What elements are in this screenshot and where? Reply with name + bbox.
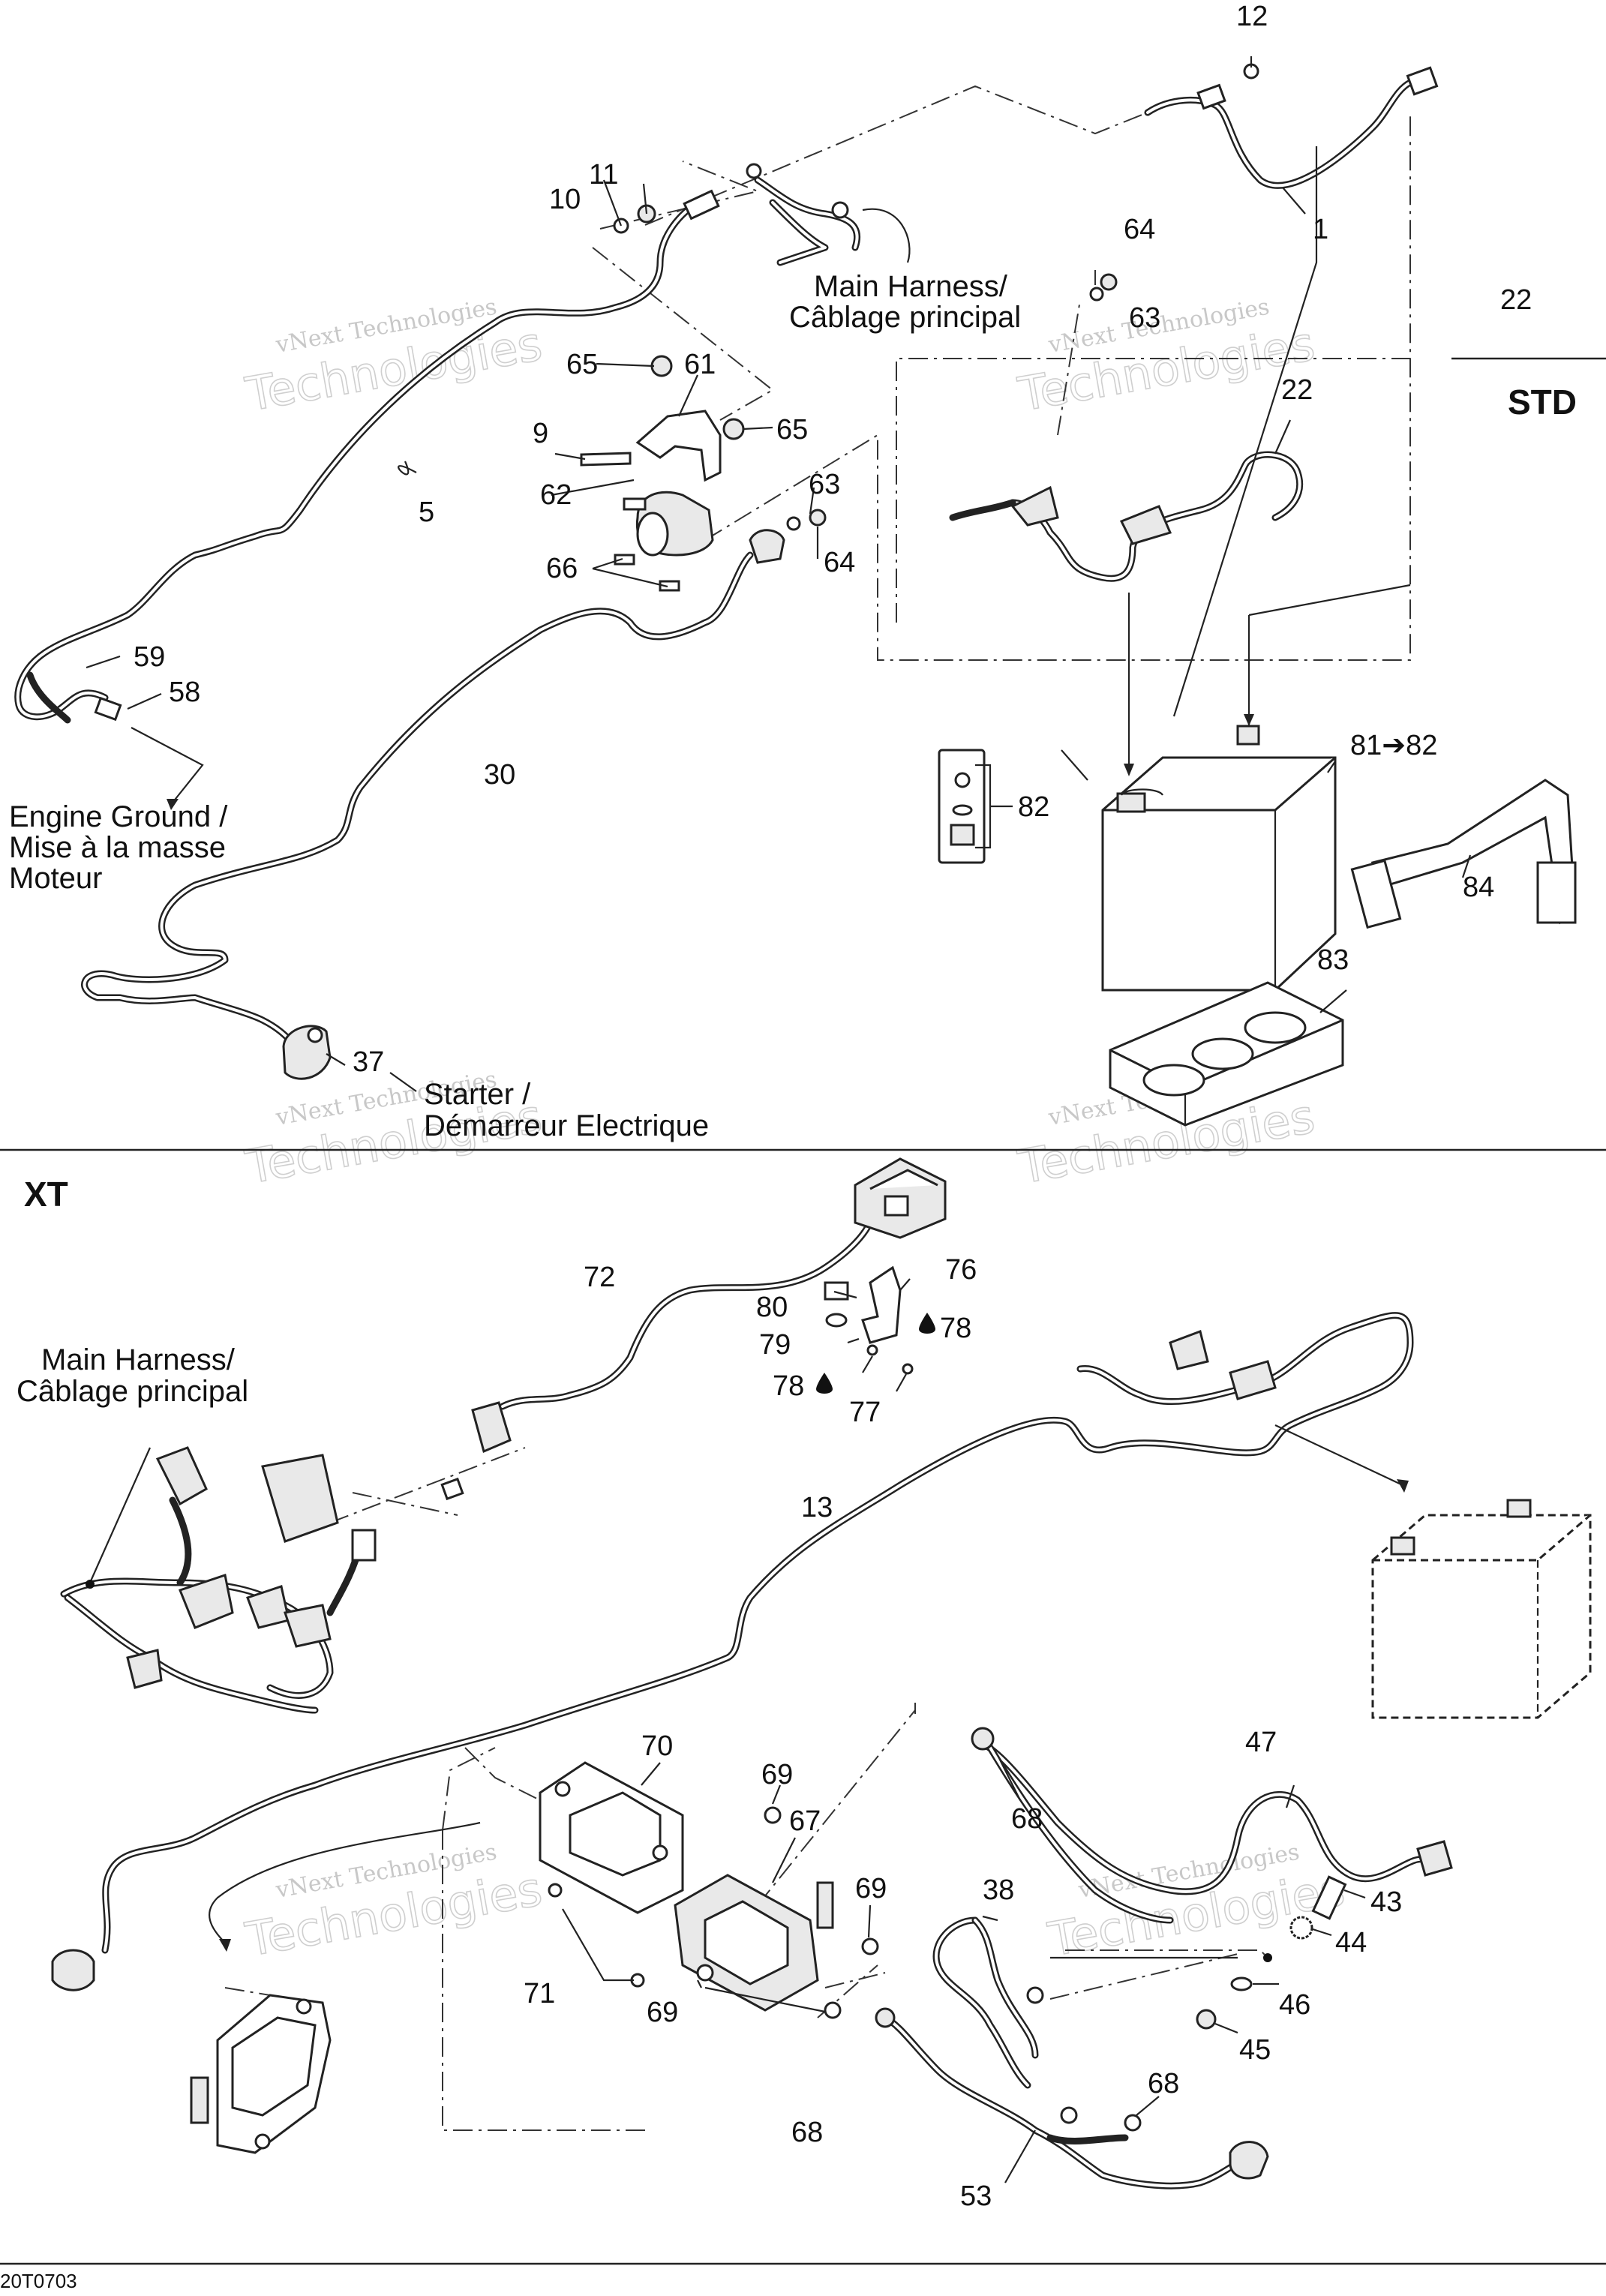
callout: 84 [1463,872,1494,903]
callout: 71 [524,1978,555,2009]
positive-cable-22 [949,451,1304,582]
callout: 79 [759,1329,791,1361]
section-label-xt: XT [24,1175,68,1214]
hardware-box-82 [938,749,1163,864]
section-label-std: STD [1508,383,1577,422]
callout: 65 [776,414,808,446]
label-main-harness-xt: Main Harness/ [41,1343,236,1376]
battery-cable-1 [1144,63,1439,189]
callout: 5 [419,497,434,528]
label-main-harness-top-fr: Câblage principal [789,301,1021,334]
callout: 58 [169,677,200,708]
label-engine-ground: Engine Ground / [9,800,228,833]
callout: 64 [1124,214,1155,245]
callout: 61 [684,349,716,380]
callout: 47 [1245,1727,1277,1758]
callout: 66 [546,553,578,584]
positive-cable-13 [51,1312,1414,1991]
callout: 13 [801,1492,833,1523]
label-starter: Starter / [424,1078,531,1111]
callout: 43 [1370,1886,1402,1918]
callout: 65 [566,349,598,380]
main-harness-top [746,163,861,266]
callout: 64 [824,547,855,578]
relay-bracket-76 [816,1265,935,1394]
battery-cable-53 [875,2007,1269,2189]
callout: 80 [756,1292,788,1323]
main-harness-xt [60,1446,377,1714]
callout: 63 [1129,302,1160,334]
callout: 76 [945,1254,977,1286]
ground-hardware [1050,1875,1366,2132]
ground-cable-38 [932,1915,1044,2089]
callout: 68 [791,2117,823,2148]
callout-numbers: 12 1 11 10 64 63 22 22 65 61 9 65 62 63 … [134,1,1532,2212]
callout: 37 [353,1046,384,1078]
callout: 46 [1279,1989,1310,2021]
callout: 22 [1500,284,1532,316]
callout: 67 [789,1805,821,1837]
callout: 22 [1281,374,1313,406]
text-labels: STD XT 20T0703 Main Harness/ Câblage pri… [0,270,1577,2292]
label-engine-ground-fr2: Moteur [9,862,103,895]
callout: 83 [1317,944,1349,976]
callout: 44 [1335,1927,1367,1958]
callout: 38 [983,1874,1014,1906]
drawing-code: 20T0703 [0,2270,77,2292]
battery-xt [1371,1499,1592,1719]
battery-std [1101,584,1411,992]
leaders-std [86,56,1472,1092]
callout: 45 [1239,2034,1271,2066]
label-starter-fr: Démarreur Electrique [424,1109,709,1142]
xt-module [190,1821,481,2154]
ground-cable-47 [971,1727,1453,1924]
callout: 11 [589,159,618,191]
callout: 30 [484,759,515,791]
solenoid-assembly [580,201,1118,592]
callout: 72 [584,1262,615,1293]
callout: 12 [1236,1,1268,32]
ground-cable-5 [14,189,720,724]
callout: 68 [1011,1803,1043,1835]
callout: 10 [549,184,581,215]
callout: 70 [641,1730,673,1762]
relay-cable-72 [440,1157,947,1501]
label-main-harness-xt-fr: Câblage principal [17,1375,248,1408]
callout: 68 [1148,2068,1179,2099]
callout: 69 [855,1873,887,1904]
callout: 1 [1313,214,1328,245]
callout: 53 [960,2180,992,2212]
starter-cable-30 [81,551,754,1080]
callout: 69 [647,1997,678,2028]
label-main-harness-top: Main Harness/ [814,270,1008,303]
xt-solenoid-assembly [539,1761,879,2019]
battery-tray-83 [1109,981,1344,1127]
callout: 62 [540,479,572,511]
callout: 77 [849,1397,881,1428]
callout: 78 [940,1313,971,1344]
callout: 63 [809,469,840,500]
callout: 78 [773,1370,804,1402]
callout: 59 [134,641,165,673]
callout: 9 [533,418,548,449]
battery-strap-84 [1350,779,1577,929]
callout: 81➔82 [1350,730,1437,761]
label-engine-ground-fr: Mise à la masse [9,831,226,864]
callout: 82 [1018,791,1049,823]
callout: 69 [761,1759,793,1790]
